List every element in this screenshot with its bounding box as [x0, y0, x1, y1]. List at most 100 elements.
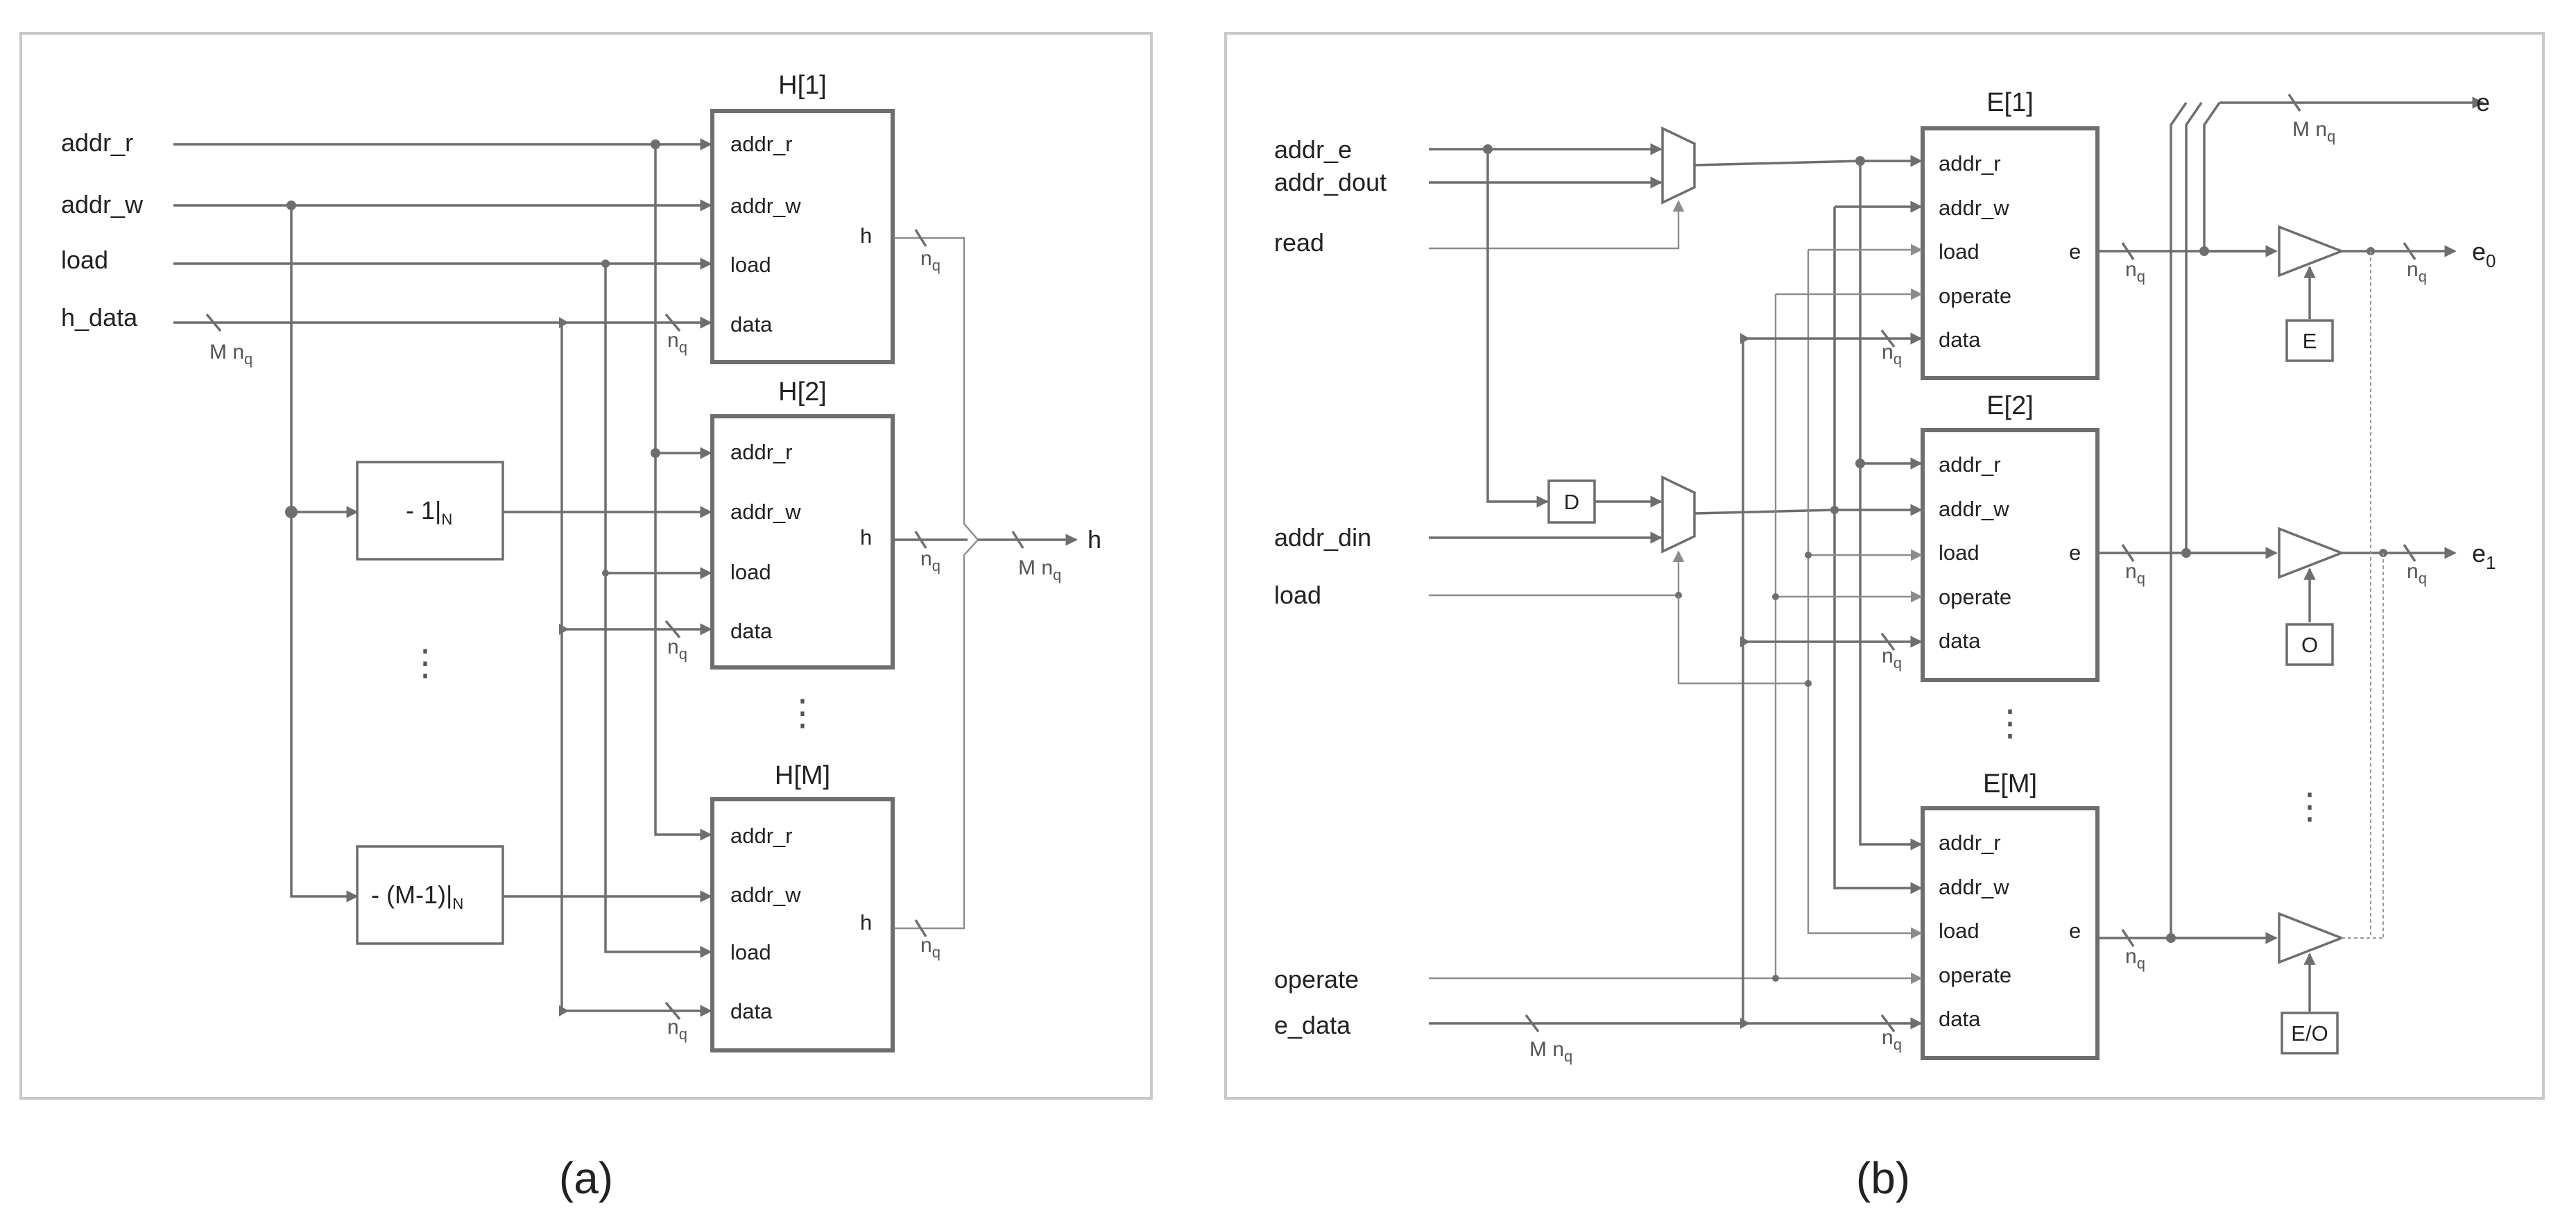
wire-load [173, 257, 712, 958]
read-address-mux [1661, 126, 1696, 205]
bus-label-data: nq [1882, 645, 1902, 672]
port-h-out: h [860, 223, 872, 248]
bus-label-output: M nq [1018, 556, 1061, 583]
input-read-label: read [1274, 228, 1324, 257]
tristate-buffer-e0 [2278, 225, 2345, 278]
subtract-1-label: - 1|N [406, 496, 452, 528]
bus-label-data: nq [1882, 341, 1902, 368]
wire-h-data [173, 313, 712, 1021]
input-operate-label: operate [1274, 965, 1359, 994]
enable-eo-label: E/O [2291, 1021, 2328, 1046]
input-e-data-label: e_data [1274, 1011, 1351, 1039]
subtract-m-1-block [356, 845, 504, 945]
port-e-out: e [2069, 239, 2081, 264]
tristate-buffer-e1 [2278, 527, 2345, 579]
output-e0-label: e0 [2472, 237, 2496, 271]
port-operate: operate [1939, 963, 2011, 987]
output-h-label: h [1088, 525, 1101, 554]
output-e-label: e [2476, 88, 2490, 117]
write-address-mux [1661, 475, 1696, 554]
port-e-out: e [2069, 540, 2081, 565]
block-em [1921, 806, 2100, 1060]
enable-e-label: E [2303, 329, 2317, 353]
bus-label-data: nq [667, 329, 687, 356]
port-data: data [1939, 1007, 1981, 1031]
bus-label-e1: nq [2407, 560, 2427, 587]
bus-label-data: nq [667, 636, 687, 663]
bus-label-e0: nq [2407, 258, 2427, 285]
port-e-out: e [2069, 919, 2081, 943]
block-hm [710, 797, 895, 1052]
port-addr-r: addr_r [730, 440, 793, 464]
panel-a-frame [19, 32, 1153, 1100]
port-data: data [730, 999, 773, 1023]
subtract-1-block [356, 461, 504, 561]
port-load: load [730, 253, 771, 277]
panel-a-caption: (a) [559, 1153, 613, 1203]
output-e1-label: e1 [2472, 539, 2496, 573]
vertical-ellipsis: ⋮ [407, 643, 443, 683]
port-addr-r: addr_r [730, 824, 793, 848]
port-operate: operate [1939, 284, 2011, 308]
port-load: load [1939, 919, 1980, 943]
port-addr-r: addr_r [1939, 452, 2001, 477]
port-addr-r: addr_r [1939, 151, 2001, 176]
bus-label-e: nq [2125, 945, 2145, 972]
wire-addr-w [173, 199, 712, 903]
block-e1 [1921, 126, 2100, 380]
block-h1-title: H[1] [778, 71, 827, 100]
enable-o-label: O [2301, 633, 2318, 657]
bus-label-e: nq [2125, 258, 2145, 285]
port-load: load [1939, 239, 1980, 264]
panel-b-frame [1224, 32, 2545, 1100]
port-addr-w: addr_w [1939, 196, 2009, 220]
block-e2 [1921, 428, 2100, 682]
port-load: load [730, 560, 771, 584]
enable-e-block [2285, 319, 2334, 362]
input-addr-dout-label: addr_dout [1274, 168, 1386, 196]
bus-label-data: nq [667, 1016, 687, 1043]
wire-load [1429, 244, 1923, 939]
port-load: load [1939, 540, 1980, 565]
vertical-ellipsis: ⋮ [784, 693, 821, 733]
wire-write-address [1429, 201, 1923, 894]
wire-h-output [894, 229, 1078, 937]
block-e2-title: E[2] [1986, 391, 2034, 420]
block-e1-title: E[1] [1986, 88, 2034, 117]
bus-label-h: nq [920, 547, 941, 574]
block-em-title: E[M] [1983, 769, 2037, 799]
input-addr-din-label: addr_din [1274, 523, 1371, 552]
input-load-label: load [1274, 581, 1321, 609]
wire-buffer-outputs [2342, 242, 2457, 939]
port-addr-w: addr_w [730, 500, 801, 524]
bus-label-data: nq [1882, 1026, 1902, 1053]
input-load-label: load [61, 246, 108, 274]
bus-label-e: nq [2125, 560, 2145, 587]
bus-label-input: M nq [1529, 1038, 1572, 1065]
bus-label-h: nq [920, 247, 941, 274]
port-addr-w: addr_w [730, 194, 801, 218]
port-addr-w: addr_w [730, 883, 801, 907]
tristate-buffer-em [2278, 912, 2345, 964]
subtract-m-1-label: - (M-1)|N [371, 880, 463, 912]
port-h-out: h [860, 910, 872, 935]
port-addr-w: addr_w [1939, 497, 2009, 521]
port-addr-w: addr_w [1939, 875, 2009, 899]
port-h-out: h [860, 525, 872, 549]
vertical-ellipsis: ⋮ [1992, 704, 2028, 744]
block-h2 [710, 414, 895, 670]
input-addr-w-label: addr_w [61, 190, 144, 219]
panel-b-caption: (b) [1856, 1153, 1910, 1203]
bus-label-output: M nq [2292, 118, 2335, 145]
input-h-data-label: h_data [61, 303, 138, 332]
wire-addr-r [173, 138, 712, 841]
block-hm-title: H[M] [775, 761, 830, 790]
port-addr-r: addr_r [730, 132, 793, 156]
wire-operate [1429, 288, 1923, 984]
port-operate: operate [1939, 585, 2011, 609]
wire-e-data [1429, 329, 1923, 1033]
wire-read-address [1429, 143, 1923, 851]
bus-label-h: nq [920, 934, 941, 961]
port-data: data [730, 619, 773, 643]
